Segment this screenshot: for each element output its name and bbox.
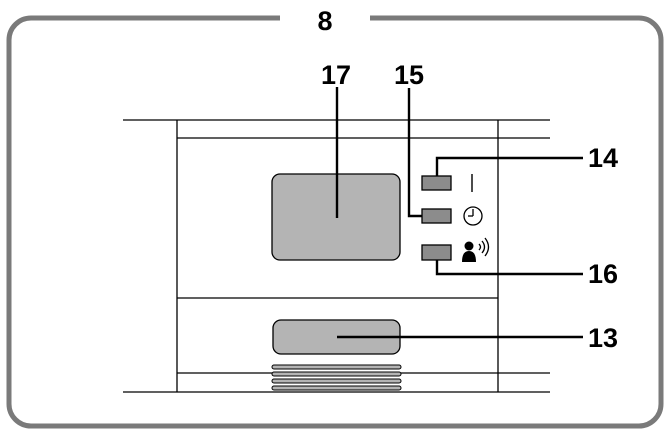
- leader-16: [435, 260, 583, 276]
- leader-lines: [335, 87, 583, 339]
- clock-icon: [463, 206, 483, 226]
- frame-title-gap: [280, 8, 370, 28]
- leader-15: [407, 88, 422, 218]
- leader-14: [435, 156, 583, 176]
- vent-slat: [271, 385, 402, 391]
- callout-16: 16: [588, 259, 618, 289]
- vent-slats: [271, 364, 402, 391]
- callout-13: 13: [588, 323, 618, 353]
- callout-15: 15: [394, 60, 424, 90]
- timer-indicator: [421, 208, 452, 224]
- remote-sensor-indicator: [421, 244, 452, 261]
- callout-17: 17: [321, 60, 351, 90]
- person-signal-icon: [462, 237, 490, 262]
- vent-slat: [271, 378, 402, 384]
- vent-slat: [271, 371, 402, 377]
- vent-slat: [271, 364, 402, 370]
- section-number: 8: [317, 6, 332, 36]
- power-indicator: [421, 175, 452, 191]
- callout-14: 14: [588, 143, 618, 173]
